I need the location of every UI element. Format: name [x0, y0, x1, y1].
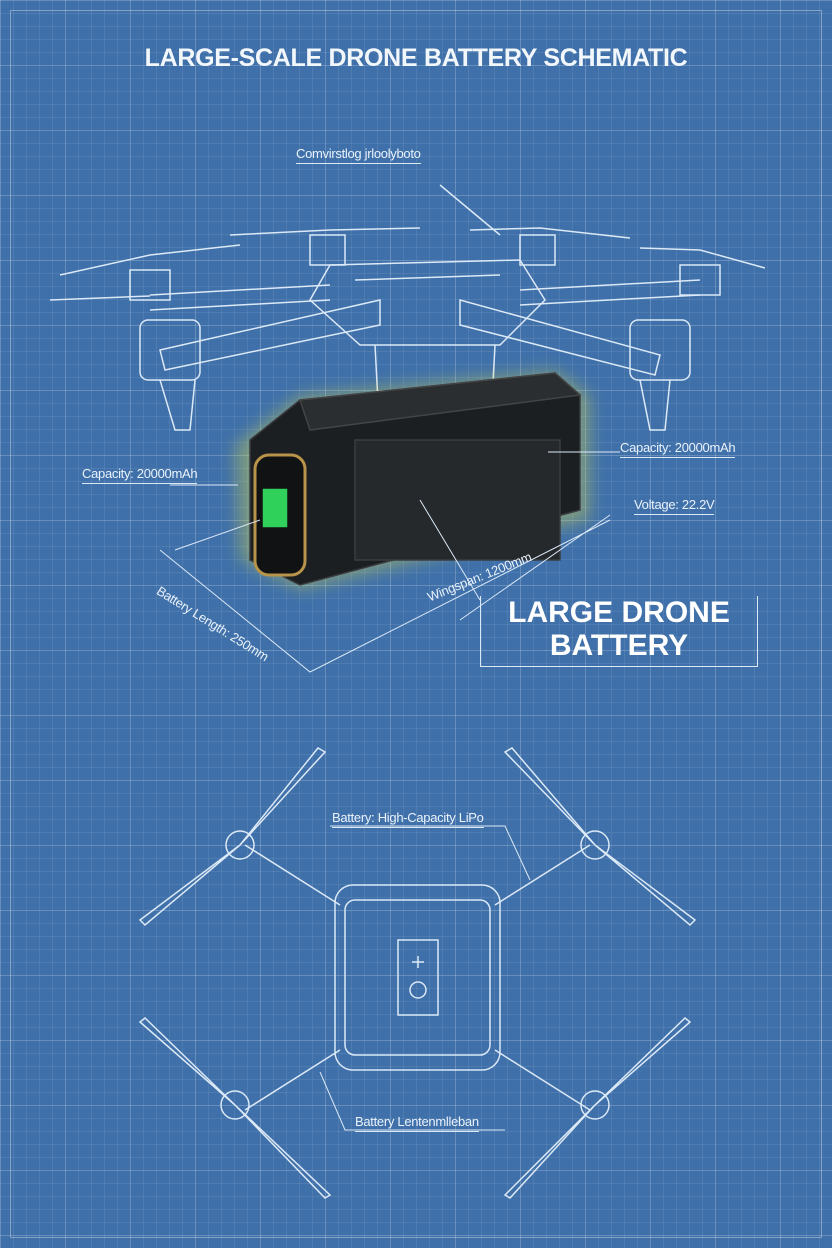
page-title: LARGE-SCALE DRONE BATTERY SCHEMATIC	[144, 44, 688, 72]
capacity-right-label: Capacity: 20000mAh	[620, 440, 736, 458]
leader-lines	[159, 451, 620, 1131]
battery-type-label: Battery: High-Capacity LiPo	[332, 810, 484, 828]
battery-pack	[235, 370, 590, 590]
top-drone-side-view	[49, 184, 766, 441]
banner-line-2: BATTERY	[549, 629, 689, 662]
blueprint-frame	[10, 10, 822, 1238]
capacity-left-label: Capacity: 20000mAh	[82, 466, 198, 484]
bottom-drone-top-view	[138, 747, 697, 1199]
bottom-callout-label: Battery Lentenmlleban	[355, 1114, 479, 1132]
large-drone-battery-banner: LARGE DRONE BATTERY	[480, 596, 758, 667]
banner-line-1: LARGE DRONE	[508, 596, 730, 629]
voltage-label: Voltage: 22.2V	[634, 497, 715, 515]
top-callout-label: Comvirstlog jrloolyboto	[296, 146, 421, 164]
